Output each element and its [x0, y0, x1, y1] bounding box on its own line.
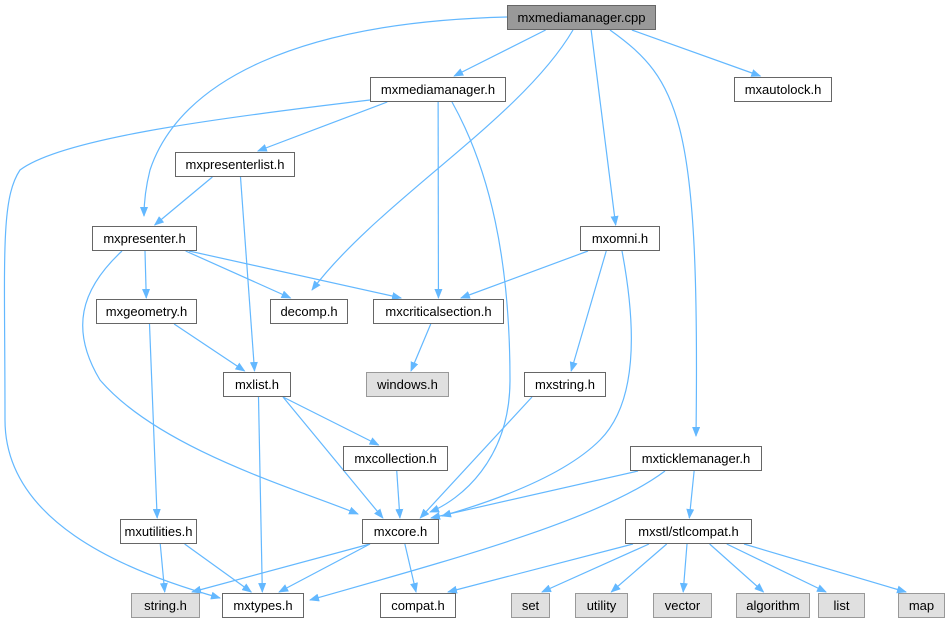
edge-omni-to-string: [569, 250, 607, 372]
edge-cpp-to-presenter: [140, 16, 508, 217]
node-list: list: [818, 593, 865, 618]
node-mxlist-h[interactable]: mxlist.h: [223, 372, 291, 397]
edge-cpp-to-omni: [590, 29, 619, 226]
node-windows-h: windows.h: [366, 372, 449, 397]
edge-mmh-to-core: [429, 101, 511, 513]
edge-stlcompat-to-stdlist: [726, 543, 827, 593]
node-string-h: string.h: [131, 593, 200, 618]
node-mxutilities-h[interactable]: mxutilities.h: [120, 519, 197, 544]
node-map: map: [898, 593, 945, 618]
node-mxmediamanager-h[interactable]: mxmediamanager.h: [370, 77, 506, 102]
edge-plist-to-list: [239, 176, 258, 372]
edge-stlcompat-to-algorithm: [709, 543, 765, 593]
edge-core-to-types: [278, 543, 371, 593]
node-set: set: [511, 593, 550, 618]
edge-tickle-to-types: [309, 470, 666, 602]
edge-list-to-collection: [282, 396, 380, 446]
edge-stlcompat-to-map: [743, 543, 907, 594]
node-mxcore-h[interactable]: mxcore.h: [362, 519, 439, 544]
edge-core-to-stringh: [191, 543, 371, 594]
edge-stlcompat-to-set: [541, 543, 650, 593]
edge-core-to-compat: [404, 543, 418, 593]
node-mxpresenterlist-h[interactable]: mxpresenterlist.h: [175, 152, 295, 177]
node-mxstring-h[interactable]: mxstring.h: [524, 372, 606, 397]
node-utility: utility: [575, 593, 628, 618]
edge-tickle-to-stlcompat: [686, 470, 695, 519]
edge-stlcompat-to-utility: [610, 543, 668, 593]
edge-cpp-to-mmh: [453, 29, 546, 77]
node-mxticklemanager-h[interactable]: mxticklemanager.h: [630, 446, 762, 471]
node-compat-h[interactable]: compat.h: [380, 593, 456, 618]
node-mxtypes-h[interactable]: mxtypes.h: [222, 593, 304, 618]
edge-utilities-to-stringh: [159, 543, 168, 593]
edge-tickle-to-core: [430, 470, 639, 520]
edge-cpp-to-autolock: [631, 29, 762, 77]
edge-omni-to-core: [441, 250, 632, 518]
edge-mmh-to-plist: [256, 101, 388, 152]
edge-presenter-to-critsec: [188, 250, 403, 300]
edge-stlcompat-to-compat: [447, 543, 634, 594]
node-mxautolock-h[interactable]: mxautolock.h: [734, 77, 832, 102]
edge-list-to-types: [257, 396, 267, 593]
node-mxgeometry-h[interactable]: mxgeometry.h: [96, 299, 197, 324]
edge-omni-to-critsec: [459, 250, 589, 299]
edge-mmh-to-types: [3, 99, 371, 600]
node-mxstl-stlcompat-h[interactable]: mxstl/stlcompat.h: [625, 519, 752, 544]
edge-cpp-to-decomp: [311, 29, 574, 291]
node-mxomni-h[interactable]: mxomni.h: [580, 226, 660, 251]
edge-presenter-to-geometry: [142, 250, 151, 299]
edge-cpp-to-tickle: [609, 29, 701, 437]
edge-list-to-core: [282, 396, 384, 519]
node-algorithm: algorithm: [736, 593, 810, 618]
node-decomp-h[interactable]: decomp.h: [270, 299, 348, 324]
edge-string-to-core: [419, 396, 533, 519]
edge-collection-to-core: [395, 470, 404, 519]
edge-geometry-to-list: [173, 323, 246, 372]
node-mxmediamanager-cpp[interactable]: mxmediamanager.cpp: [507, 5, 656, 30]
node-mxcriticalsection-h[interactable]: mxcriticalsection.h: [373, 299, 504, 324]
edge-presenter-to-decomp: [185, 250, 292, 299]
node-vector: vector: [653, 593, 712, 618]
edge-critsec-to-windows: [410, 323, 432, 372]
node-mxcollection-h[interactable]: mxcollection.h: [343, 446, 448, 471]
edge-stlcompat-to-vector: [679, 543, 688, 593]
node-mxpresenter-h[interactable]: mxpresenter.h: [92, 226, 197, 251]
edge-utilities-to-types: [184, 543, 253, 593]
edge-presenter-to-core: [82, 250, 359, 515]
edge-plist-to-presenter: [153, 176, 213, 226]
edge-geometry-to-utilities: [148, 323, 161, 519]
